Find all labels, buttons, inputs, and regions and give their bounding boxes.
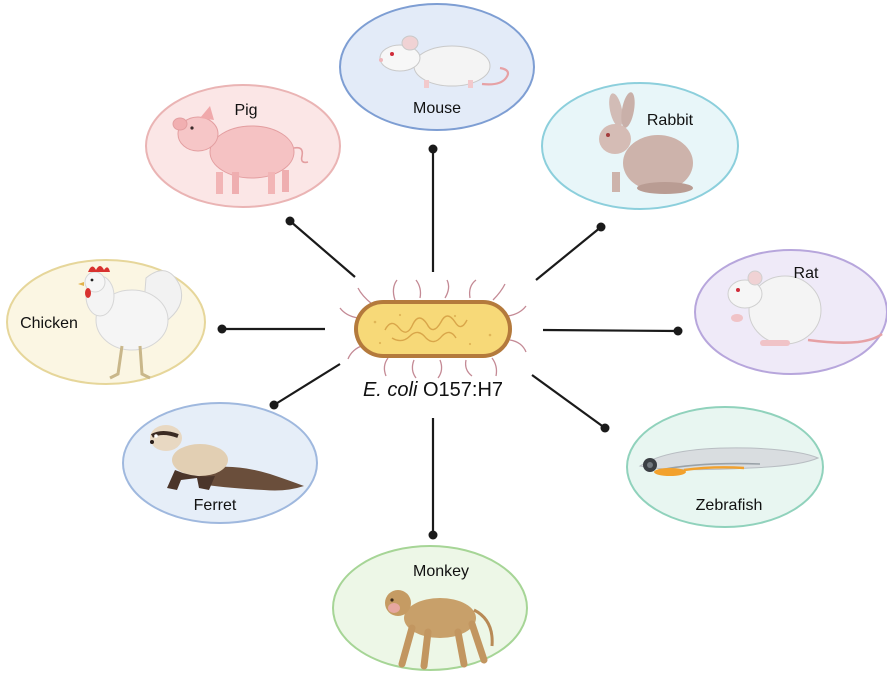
- bacterium-icon: [340, 280, 526, 378]
- connector-pig: [286, 217, 356, 278]
- rat-label: Rat: [794, 265, 819, 282]
- connector-ferret: [270, 364, 341, 410]
- monkey-node: Monkey: [333, 546, 527, 670]
- ferret-label: Ferret: [194, 497, 237, 514]
- pig-label: Pig: [234, 102, 257, 119]
- mouse-node: Mouse: [340, 4, 534, 130]
- connector-monkey: [429, 418, 438, 540]
- connector-chicken: [218, 325, 326, 334]
- rat-node: Rat: [695, 250, 887, 374]
- connector-rabbit: [536, 223, 606, 281]
- monkey-label: Monkey: [413, 563, 469, 580]
- mouse-label: Mouse: [413, 100, 461, 117]
- connector-zebrafish: [532, 375, 610, 433]
- zebrafish-label: Zebrafish: [696, 497, 763, 514]
- connector-rat: [543, 327, 683, 336]
- ferret-node: Ferret: [123, 403, 317, 523]
- organism-strain-label: O157:H7: [423, 379, 503, 401]
- rabbit-label: Rabbit: [647, 112, 694, 129]
- rabbit-node: Rabbit: [542, 83, 738, 209]
- zebrafish-node: Zebrafish: [627, 407, 823, 527]
- connector-mouse: [429, 145, 438, 273]
- chicken-label: Chicken: [20, 315, 78, 332]
- organism-label: E. coli O157:H7: [363, 379, 503, 401]
- pig-node: Pig: [146, 85, 340, 207]
- organism-genus-label: E. coli: [363, 379, 418, 401]
- chicken-node: Chicken: [7, 260, 205, 384]
